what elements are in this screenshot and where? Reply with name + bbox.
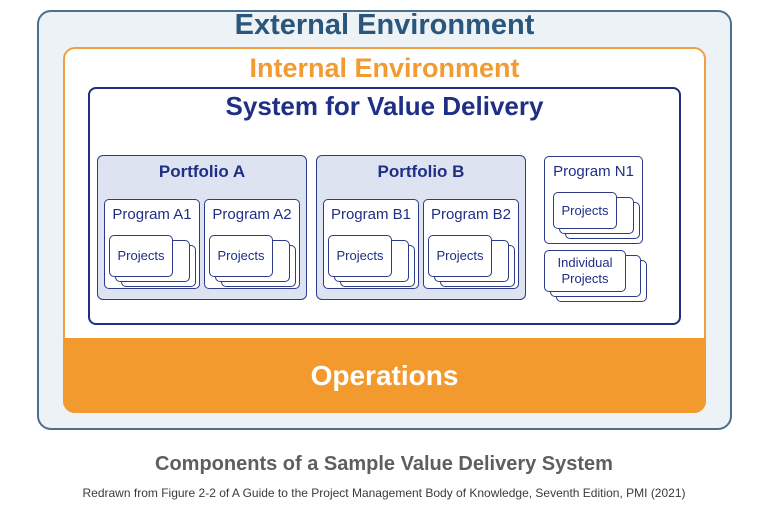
operations-label: Operations [310, 359, 459, 391]
value-delivery-system-title: System for Value Delivery [225, 91, 544, 121]
operations-band: Operations [63, 338, 706, 413]
external-environment-title: External Environment [234, 9, 535, 41]
projects-stack-b1: Projects [328, 235, 392, 277]
projects-stack-n1: Projects [553, 192, 617, 229]
program-a1-label: Program A1 [112, 206, 192, 223]
projects-stack-b2: Projects [428, 235, 492, 277]
projects-stack-a2: Projects [209, 235, 273, 277]
program-n1-label: Program N1 [553, 163, 634, 180]
figure-caption: Components of a Sample Value Delivery Sy… [155, 453, 613, 475]
projects-stack-a1: Projects [109, 235, 173, 277]
portfolio-a-title: Portfolio A [158, 162, 246, 181]
portfolio-b-title: Portfolio B [377, 162, 465, 181]
internal-environment-title: Internal Environment [249, 53, 520, 83]
program-a2-label: Program A2 [212, 206, 292, 223]
individual-projects: Individual Projects [544, 250, 626, 292]
program-b2-label: Program B2 [430, 206, 512, 223]
figure-source: Redrawn from Figure 2-2 of A Guide to th… [82, 486, 686, 500]
program-b1-label: Program B1 [330, 206, 412, 223]
